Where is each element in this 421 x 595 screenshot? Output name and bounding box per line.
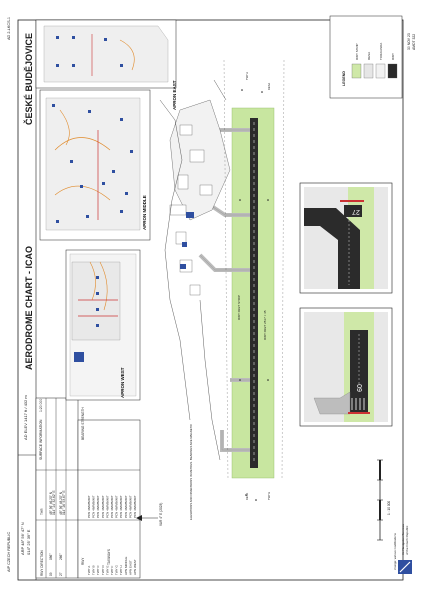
ad-elevation: AD ELEV 1417 ft / 432 m	[23, 395, 28, 440]
taxiway-strength: PCN 48/R/B/W/T	[110, 495, 114, 518]
footer: Air Navigation Services of the Czech Rep…	[393, 523, 412, 574]
north-arrow: VAR 4° E (2023)	[136, 503, 163, 526]
bearing-header: BEARING STRENGTH	[81, 407, 85, 440]
legend-label: RESA	[367, 52, 371, 60]
taxiway-name: TWY H	[119, 565, 123, 575]
svg-text:TWY H: TWY H	[267, 492, 271, 500]
thr27-number: 27	[352, 208, 360, 215]
surface-title: SURFACE INFORMATION	[39, 419, 43, 460]
rwy-group-label: RWY	[81, 557, 85, 565]
scale-label: 1 : 10 000	[387, 501, 391, 515]
airac-amdt: AMDT 322	[412, 34, 416, 50]
taxiway-table: BEARING STRENGTH TAXIWAYS RWY TWY A PCN 4…	[77, 407, 141, 579]
rwy-strip-label: RWY 09/27 STRIP	[237, 295, 241, 320]
apron-east-label: APRON EAST	[172, 80, 177, 110]
taxiway-name: TWY B	[92, 566, 96, 575]
agency-line2: of the Czech Republic	[405, 525, 409, 555]
country-label: AIP CZECH REPUBLIC	[7, 532, 11, 572]
legend-swatch	[375, 63, 386, 79]
taxiway-strength: PCN 48/R/B/W/T	[87, 495, 91, 518]
dimensions-note: ELEVATIONS AND DIMENSIONS IN METRES. BEA…	[189, 424, 193, 520]
legend-label: RWY STRIP	[355, 43, 359, 60]
thr09-inset: 09	[299, 307, 393, 427]
legend-swatch	[351, 63, 362, 79]
scale-bar: 1 : 10 000	[377, 459, 391, 541]
rwy09-dir: 09	[49, 572, 53, 576]
rwy-main-label: RWY 09/27 2517 × 45	[263, 310, 267, 340]
taxiway-name: TWY F	[110, 566, 114, 575]
chart-title: AERODROME CHART - ICAO	[24, 246, 34, 370]
taxiway-name: APN EAST	[128, 560, 132, 575]
thr-col-header: THR	[40, 508, 44, 515]
taxiway-name: TWY E	[105, 566, 109, 575]
taxiway-strength: PCN 48/R/B/W/T	[105, 495, 109, 518]
aerodrome-name: ČESKÉ BUDĚJOVICE	[23, 33, 34, 125]
taxiway-name: APN WEST	[133, 559, 137, 575]
legend: LEGEND RWY STRIP RESA TORA/ASDA RWY	[329, 15, 403, 99]
arp-lat: ARP 48° 56' 47" N	[20, 522, 25, 555]
rwy27-lon: 014° 26' 53.67" E	[62, 490, 66, 515]
rwy09-lon: 014° 24' 32.62" E	[52, 490, 56, 515]
thr27-inset: 27	[299, 182, 393, 294]
apron-west-inset: APRON WEST	[65, 249, 141, 401]
taxiway-strength: PCN 48/R/B/W/T	[96, 495, 100, 518]
rwy27-dir: 27	[59, 572, 63, 576]
taxiway-strength: PCN 48/R/B/W/T	[115, 495, 119, 518]
taxiway-strength: PCN 48/R/B/W/T	[101, 495, 105, 518]
var-label: VAR 4° E (2023)	[159, 503, 163, 526]
taxiways-group-label: TAXIWAYS	[107, 549, 111, 565]
taxiway-strength: PCN 48/R/B/W/T	[124, 495, 128, 518]
legend-label: RWY	[391, 53, 395, 60]
taxiway-strength: PCN 48/R/B/W/T	[133, 495, 137, 518]
apron-west-label: APRON WEST	[120, 367, 125, 398]
apron-east-inset	[35, 19, 177, 89]
apron-middle-inset: APRON MIDDLE	[39, 89, 151, 241]
taxiway-name: TWY A	[87, 566, 91, 575]
taxiway-strength: PCN 48/R/B/W/T	[128, 495, 132, 518]
apron-middle-label: APRON MIDDLE	[142, 195, 147, 230]
change-note: change: various modifications	[393, 533, 397, 570]
taxiway-strength: PCN 48/R/B/W/T	[92, 495, 96, 518]
doc-id: AD 2-LKCS-1	[7, 17, 11, 40]
svg-text:RESA: RESA	[267, 83, 271, 90]
surface-table: SURFACE INFORMATION 1:20 000 RWY DIRECTI…	[35, 397, 79, 579]
legend-title: LEGEND	[342, 71, 346, 86]
rwy27-brg: 266°	[59, 553, 63, 560]
legend-label: TORA/ASDA	[379, 43, 383, 60]
rwy09-brg: 086°	[49, 553, 53, 560]
agency-line1: Air Navigation Services	[401, 523, 405, 555]
rwy-col-header: RWY DIRECTION	[40, 550, 44, 576]
rwy09-lat: 48° 56' 46.20" N	[49, 491, 53, 515]
title-block: ČESKÉ BUDĚJOVICE AERODROME CHART - ICAO …	[18, 20, 37, 580]
taxiway-rows: TWY A PCN 48/R/B/W/T TWY B PCN 48/R/B/W/T TW…	[87, 495, 137, 575]
taxiway-strength: PCN 48/R/B/W/T	[119, 495, 123, 518]
taxiway-name: TWY D	[101, 565, 105, 575]
taxiway-name: TWY G	[115, 565, 119, 575]
legend-swatch	[387, 63, 398, 79]
main-map: RWY 09/27 STRIP RWY 09/27 2517 × 45	[136, 59, 285, 526]
surface-scale: 1:20 000	[39, 399, 43, 412]
taxiway-name: APN MIDDLE	[124, 557, 128, 575]
legend-swatch	[363, 63, 374, 79]
svg-text:RESA: RESA	[245, 493, 249, 500]
thr09-number: 09	[355, 384, 362, 392]
taxiway-name: TWY C	[96, 565, 100, 575]
airac-date: 30 NOV 23	[407, 33, 411, 50]
rwy27-lat: 48° 56' 48.20" N	[59, 491, 63, 515]
arp-lon: 014° 25' 39" E	[26, 529, 31, 555]
chart-frame	[17, 19, 404, 581]
svg-text:TWY A: TWY A	[245, 72, 249, 80]
